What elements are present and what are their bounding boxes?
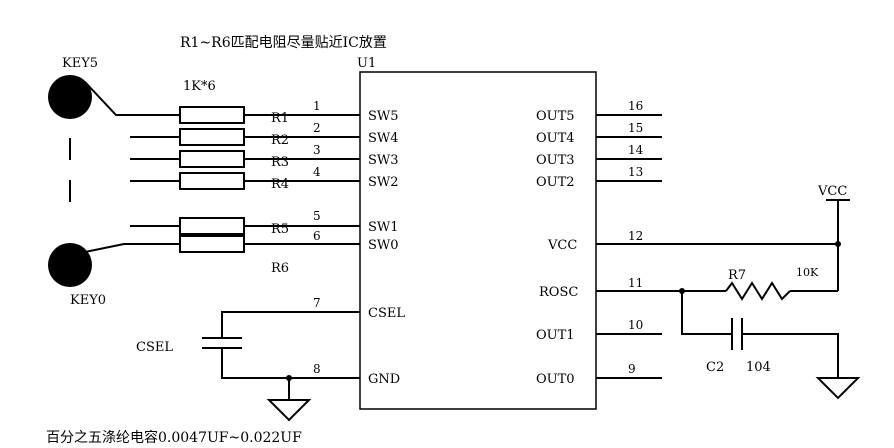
r7-value: 10K	[796, 266, 819, 279]
pin-name-sw5: SW5	[368, 109, 399, 124]
key0-button	[48, 243, 92, 287]
pin-num-10: 10	[628, 318, 643, 332]
r5-label: R5	[271, 222, 289, 237]
csel-top-wire	[221, 311, 360, 338]
note-bottom: 百分之五涤纶电容0.0047UF~0.022UF	[46, 429, 302, 446]
chip-body	[359, 71, 597, 410]
key5-wire	[84, 81, 180, 116]
r4-label: R4	[271, 177, 289, 192]
resistor-r3	[130, 150, 360, 168]
key5-label: KEY5	[62, 56, 98, 71]
chip-name: U1	[357, 56, 376, 71]
c2-value: 104	[746, 360, 771, 375]
pin-num-15: 15	[628, 121, 643, 135]
pin-name-sw0: SW0	[368, 238, 399, 253]
c2-label: C2	[706, 360, 724, 375]
pin-num-4: 4	[313, 165, 321, 179]
pin-name-out0: OUT0	[536, 372, 575, 387]
pin-name-sw4: SW4	[368, 131, 399, 146]
csel-cap-label: CSEL	[136, 340, 173, 355]
resistor-r7	[725, 281, 791, 301]
pin-name-csel: CSEL	[368, 306, 405, 321]
pin-num-9: 9	[628, 362, 636, 376]
key0-wire	[84, 243, 180, 253]
resistor-r1	[179, 106, 360, 124]
ground-symbol-right	[815, 377, 861, 400]
r3-label: R3	[271, 155, 289, 170]
pin-num-13: 13	[628, 165, 643, 179]
pin-name-sw1: SW1	[368, 220, 399, 235]
resistor-r2	[130, 128, 360, 146]
pin-name-gnd: GND	[368, 372, 400, 387]
pin-num-1: 1	[313, 99, 321, 113]
resistor-r6	[179, 235, 360, 253]
pin-num-8: 8	[313, 362, 321, 376]
c2-right-wire	[742, 333, 839, 378]
pin-num-7: 7	[313, 296, 321, 310]
csel-bottom-wire	[221, 348, 360, 379]
pin-num-2: 2	[313, 121, 321, 135]
pin-num-16: 16	[628, 99, 643, 113]
pin-num-14: 14	[628, 143, 644, 157]
resistor-r5	[130, 217, 360, 235]
r6-label: R6	[271, 261, 289, 276]
pin-name-vcc: VCC	[547, 238, 577, 253]
pin-num-12: 12	[628, 229, 643, 243]
pin-name-out2: OUT2	[536, 175, 575, 190]
pin-name-sw3: SW3	[368, 153, 399, 168]
r2-label: R2	[271, 133, 289, 148]
vcc-label: VCC	[817, 184, 847, 199]
resistor-array-label: 1K*6	[183, 79, 216, 94]
r1-label: R1	[271, 111, 289, 126]
pin-name-out4: OUT4	[536, 131, 575, 146]
pin-num-11: 11	[628, 276, 643, 290]
c2-left-wire	[681, 291, 732, 335]
pin-name-out5: OUT5	[536, 109, 575, 124]
key5-button	[48, 75, 92, 119]
pin-name-rosc: ROSC	[539, 285, 578, 300]
pin-num-5: 5	[313, 209, 321, 223]
vcc-junction	[835, 241, 841, 247]
resistor-r4	[130, 172, 360, 190]
pin-name-sw2: SW2	[368, 175, 399, 190]
ground-symbol-left	[266, 399, 312, 422]
pin-num-3: 3	[313, 143, 321, 157]
note-top: R1~R6匹配电阻尽量贴近IC放置	[180, 35, 387, 51]
pin-num-6: 6	[313, 229, 321, 243]
pin-name-out3: OUT3	[536, 153, 575, 168]
pin-name-out1: OUT1	[536, 328, 575, 343]
r7-label: R7	[728, 268, 746, 283]
key0-label: KEY0	[70, 293, 106, 308]
